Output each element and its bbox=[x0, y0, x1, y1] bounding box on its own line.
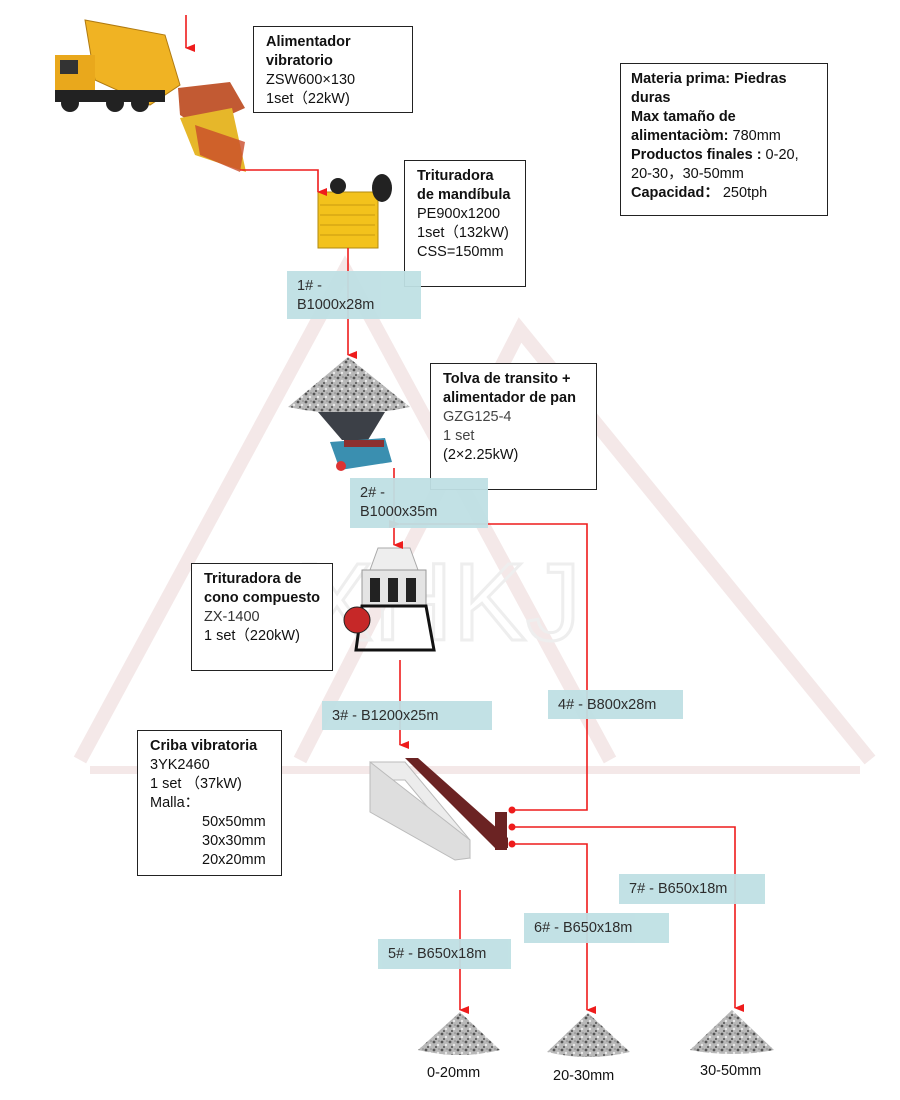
spec-line-capacity: Capacidad： 250tph bbox=[631, 185, 768, 201]
feeder-model: ZSW600×130 bbox=[266, 72, 356, 88]
jaw-crusher-icon bbox=[317, 174, 392, 249]
hopper-model: GZG125-4 bbox=[443, 409, 512, 425]
spec-line-max-feed: Max tamaño de alimentaciòm: 780mm bbox=[631, 109, 781, 144]
conveyor-5-tag: 5# - B650x18m bbox=[378, 939, 511, 969]
jaw-crusher-title: Trituradora de mandíbula bbox=[417, 168, 511, 203]
screen-outlet-dots bbox=[508, 806, 516, 848]
cone-crusher-model: ZX-1400 bbox=[204, 609, 260, 625]
feeder-title: Alimentador vibratorio bbox=[266, 34, 351, 69]
screen-title: Criba vibratoria bbox=[150, 738, 258, 754]
screen-qty: 1 set （37kW) bbox=[150, 776, 242, 792]
product-pile-30-50-icon bbox=[690, 1010, 774, 1054]
transit-hopper-icon bbox=[288, 357, 410, 471]
screen-mesh-size: 30x30mm bbox=[202, 833, 266, 849]
jaw-crusher-info-box: Trituradora de mandíbula PE900x1200 1set… bbox=[404, 160, 526, 287]
feeder-qty: 1set（22kW) bbox=[266, 91, 350, 107]
screen-mesh-size: 20x20mm bbox=[202, 852, 266, 868]
jaw-crusher-css: CSS=150mm bbox=[417, 244, 504, 260]
jaw-crusher-qty: 1set（132kW) bbox=[417, 225, 509, 241]
hopper-info-box: Tolva de transito + alimentador de pan G… bbox=[430, 363, 597, 490]
screen-info-box: Criba vibratoria 3YK2460 1 set （37kW) Ma… bbox=[137, 730, 282, 876]
conveyor-2-tag: 2# - B1000x35m bbox=[350, 478, 488, 528]
cone-crusher-icon bbox=[343, 547, 436, 652]
product-label-0-20: 0-20mm bbox=[427, 1065, 481, 1081]
specs-box: Materia prima: Piedras duras Max tamaño … bbox=[620, 63, 828, 216]
vibrating-feeder-icon bbox=[178, 82, 246, 172]
vibrating-screen-icon bbox=[369, 758, 508, 861]
hopper-power: (2×2.25kW) bbox=[443, 447, 519, 463]
screen-mesh-size: 50x50mm bbox=[202, 814, 266, 830]
cone-crusher-info-box: Trituradora de cono compuesto ZX-1400 1 … bbox=[191, 563, 333, 671]
cone-crusher-title: Trituradora de cono compuesto bbox=[204, 571, 321, 606]
hopper-title: Tolva de transito + alimentador de pan bbox=[443, 371, 576, 406]
screen-mesh-label: Malla： bbox=[150, 795, 200, 811]
spec-line-final-products: Productos finales : 0-20, 20-30，30-50mm bbox=[631, 147, 799, 182]
screen-model: 3YK2460 bbox=[150, 757, 210, 773]
jaw-crusher-model: PE900x1200 bbox=[417, 206, 501, 222]
conveyor-4-tag: 4# - B800x28m bbox=[548, 690, 683, 719]
conveyor-3-tag: 3# - B1200x25m bbox=[322, 701, 492, 730]
watermark-text: XHKJ bbox=[300, 541, 581, 664]
conveyor-7-tag: 7# - B650x18m bbox=[619, 874, 765, 904]
dump-truck-icon bbox=[55, 19, 181, 112]
hopper-qty: 1 set bbox=[443, 428, 475, 444]
feeder-info-box: Alimentador vibratorio ZSW600×130 1set（2… bbox=[253, 26, 413, 113]
conveyor-6-tag: 6# - B650x18m bbox=[524, 913, 669, 943]
product-label-30-50: 30-50mm bbox=[700, 1063, 762, 1079]
product-label-20-30: 20-30mm bbox=[553, 1068, 615, 1084]
product-pile-20-30-icon bbox=[547, 1013, 630, 1057]
product-pile-0-20-icon bbox=[418, 1012, 500, 1055]
conveyor-1-tag: 1# - B1000x28m bbox=[287, 271, 421, 319]
cone-crusher-qty: 1 set（220kW) bbox=[204, 628, 300, 644]
spec-line-raw-material: Materia prima: Piedras duras bbox=[631, 71, 787, 106]
